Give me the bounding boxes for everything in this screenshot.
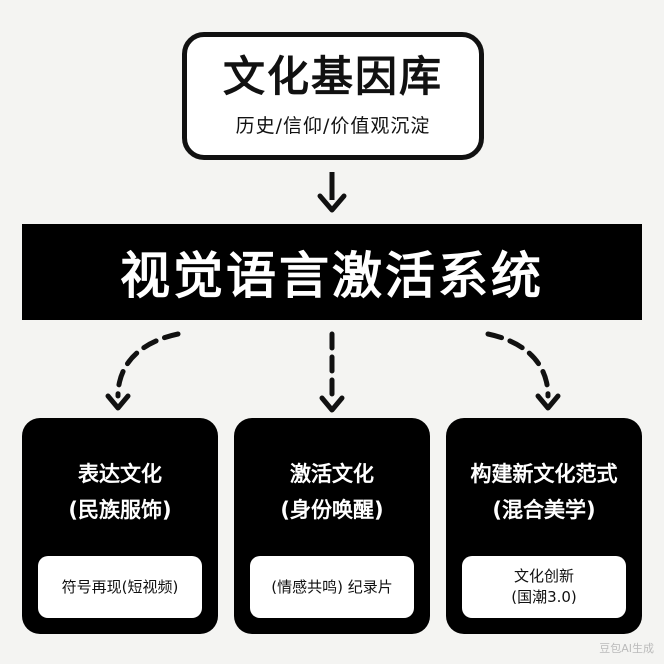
card-subtitle: (混合美学): [492, 498, 596, 522]
card-inner-line: 文化创新: [513, 567, 574, 585]
card-inner-line: (国潮3.0): [511, 588, 577, 606]
card-inner-line: (情感共鸣) 纪录片: [271, 577, 393, 596]
arrow-down-solid: [317, 172, 347, 213]
gene-library-subtitle: 历史/信仰/价值观沉淀: [235, 114, 431, 137]
card-subtitle: (民族服饰): [68, 498, 172, 522]
card-build-paradigm: 构建新文化范式 (混合美学) 文化创新 (国潮3.0): [446, 418, 642, 634]
card-inner-box: 文化创新 (国潮3.0): [462, 556, 626, 618]
card-inner-line: 符号再现(短视频): [61, 577, 179, 596]
card-subtitle: (身份唤醒): [280, 498, 384, 522]
card-title: 激活文化: [290, 462, 374, 486]
card-express-culture: 表达文化 (民族服饰) 符号再现(短视频): [22, 418, 218, 634]
card-inner-box: 符号再现(短视频): [38, 556, 202, 618]
gene-library-box: 文化基因库 历史/信仰/价值观沉淀: [182, 32, 484, 160]
card-inner-box: (情感共鸣) 纪录片: [250, 556, 414, 618]
card-activate-culture: 激活文化 (身份唤醒) (情感共鸣) 纪录片: [234, 418, 430, 634]
banner-title: 视觉语言激活系统: [120, 247, 544, 305]
gene-library-title: 文化基因库: [222, 52, 443, 102]
card-title: 构建新文化范式: [470, 462, 618, 486]
arrow-dashed-center: [319, 331, 345, 413]
card-title: 表达文化: [78, 462, 162, 486]
arrow-dashed-right: [485, 331, 561, 411]
activation-system-banner: 视觉语言激活系统: [22, 224, 642, 320]
watermark: 豆包AI生成: [599, 642, 654, 655]
arrow-dashed-left: [105, 331, 181, 411]
